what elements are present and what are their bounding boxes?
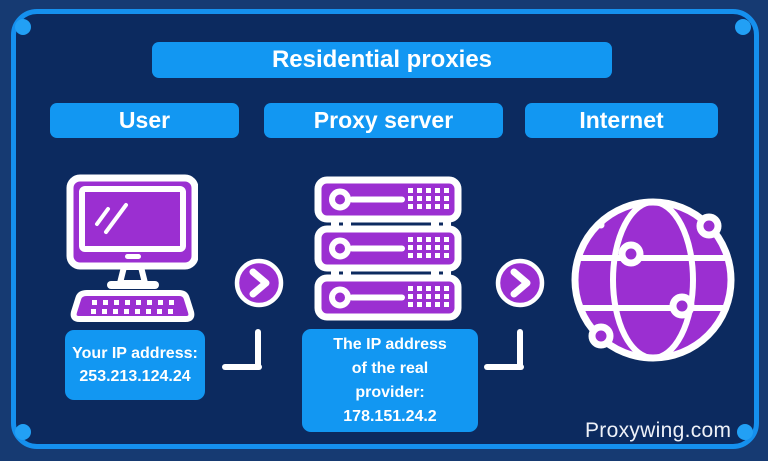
provider-ip-value: 178.151.24.2 [343,407,437,425]
corner-dot [735,19,751,35]
monitor-stand [107,264,159,289]
rack-connectors [331,214,451,281]
elbow-connector-line [517,329,523,370]
desktop-computer-icon [66,174,198,322]
elbow-connector-line [255,329,261,370]
arrow-right-circle-icon [495,258,545,308]
monitor [66,174,198,270]
keyboard-keys [91,300,174,314]
user-ip-line: Your IP address: [72,345,198,362]
column-header-proxy-server: Proxy server [264,103,503,138]
keyboard [70,290,195,322]
page-title-label: Residential proxies [271,46,493,73]
rack-units [314,176,462,321]
globe-spark-dot [597,221,605,229]
column-internet-label: Internet [579,107,664,133]
globe-network-icon [571,198,735,362]
corner-dot [737,424,753,440]
user-ip-label: Your IP address: 253.213.124.24 [65,330,205,400]
arrow-right-circle-icon [234,258,284,308]
provider-ip-line: provider: [355,383,425,401]
elbow-connector-line [484,364,524,370]
elbow-connector-line [222,364,262,370]
provider-ip-line: of the real [351,359,429,377]
page-title: Residential proxies [152,42,612,78]
network-nodes [588,213,722,349]
server-rack-icon [314,176,462,321]
column-header-user: User [50,103,239,138]
column-header-internet: Internet [525,103,718,138]
corner-dot [15,19,31,35]
brand-watermark: Proxywing.com [585,419,732,442]
corner-dot [15,424,31,440]
column-proxy-label: Proxy server [313,107,454,133]
provider-ip-line: The IP address [333,335,447,353]
column-user-label: User [118,107,171,133]
provider-ip-label: The IP address of the real provider: 178… [302,329,478,432]
user-ip-value: 253.213.124.24 [79,368,191,385]
